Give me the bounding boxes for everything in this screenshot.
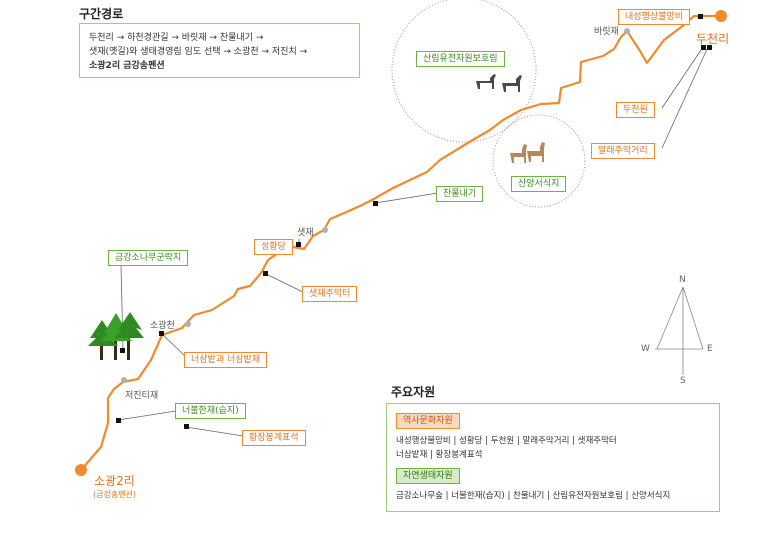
label-sogwang2ri: 소광2리 bbox=[94, 474, 135, 488]
route-box: 두천리 → 하천경관길 → 바릿재 → 찬물내기 → 샛재(옛길)와 생태경영림… bbox=[79, 23, 360, 78]
label-malrae-jumak: 말래주막거리 bbox=[591, 143, 655, 159]
history-tag: 역사문화자원 bbox=[396, 413, 460, 429]
compass-n: N bbox=[679, 275, 686, 285]
end-point-marker bbox=[75, 464, 87, 476]
compass-s: S bbox=[680, 376, 686, 386]
label-jeojinchi: 저진티재 bbox=[125, 391, 159, 401]
poi-markers bbox=[116, 14, 712, 429]
route-path bbox=[80, 14, 721, 471]
label-sanyang: 산양서식지 bbox=[511, 176, 567, 192]
route-line-1: 두천리 → 하천경관길 → 바릿재 → 찬물내기 → bbox=[89, 33, 264, 43]
resources-box: 역사문화자원 내성행상불망비 | 성황당 | 두천원 | 말래주막거리 | 샛재… bbox=[386, 403, 720, 512]
start-point-marker bbox=[715, 10, 727, 22]
label-chanmulnaegi: 찬물내기 bbox=[436, 186, 484, 202]
leader-lines bbox=[117, 16, 709, 437]
label-sogwang2ri-sub: (금강송펜션) bbox=[93, 490, 137, 499]
resources-title: 주요자원 bbox=[391, 385, 436, 399]
history-line-2: 너삼밭재 | 황장봉계표석 bbox=[396, 450, 483, 460]
waypoints bbox=[121, 28, 630, 383]
label-hwangjang: 황장봉계표석 bbox=[242, 430, 306, 446]
label-naeseong-bulmangbi: 내성행상불망비 bbox=[618, 9, 690, 25]
label-ducheonri: 두천리 bbox=[696, 32, 730, 46]
forest-reserve-circle bbox=[391, 0, 537, 143]
label-barit-jae: 바릿재 bbox=[594, 27, 619, 37]
label-neobul: 너불한재(습지) bbox=[175, 403, 246, 419]
label-seonghwangdang: 성황당 bbox=[254, 239, 293, 255]
sanyang-circle bbox=[492, 114, 586, 208]
route-line-3: 소광2리 금강송펜션 bbox=[89, 61, 165, 71]
label-saetjae-jumak: 샛재주막터 bbox=[302, 286, 358, 302]
eco-line-1: 금강소나무숲 | 너불한재(습지) | 찬물내기 | 산림유전자원보호림 | 산… bbox=[396, 491, 671, 501]
history-line-1: 내성행상불망비 | 성황당 | 두천원 | 말래주막거리 | 샛재주막터 bbox=[396, 436, 617, 446]
eco-tag: 자연생태자원 bbox=[396, 468, 460, 484]
label-forest-reserve: 산림유전자원보호림 bbox=[416, 51, 505, 67]
label-ducheon-won: 두천원 bbox=[616, 102, 655, 118]
compass-w: W bbox=[641, 344, 650, 354]
label-geumgang-pine: 금강소나무군락지 bbox=[108, 250, 189, 266]
pine-trees-icon bbox=[88, 312, 144, 360]
label-neosambat: 너삼밭과 너삼밭재 bbox=[184, 352, 268, 368]
goat-silhouettes-icon bbox=[510, 142, 545, 163]
compass-e: E bbox=[707, 344, 713, 354]
label-sogwangcheon: 소광천 bbox=[150, 321, 175, 331]
route-section-title: 구간경로 bbox=[79, 7, 124, 21]
route-line-2: 샛재(옛길)와 생태경영림 임도 선택 → 소광천 → 저진치 → bbox=[89, 47, 308, 57]
label-saet-jae: 샛재 bbox=[297, 228, 314, 238]
animal-silhouettes-icon bbox=[476, 74, 522, 92]
compass-rose-icon bbox=[655, 286, 704, 375]
